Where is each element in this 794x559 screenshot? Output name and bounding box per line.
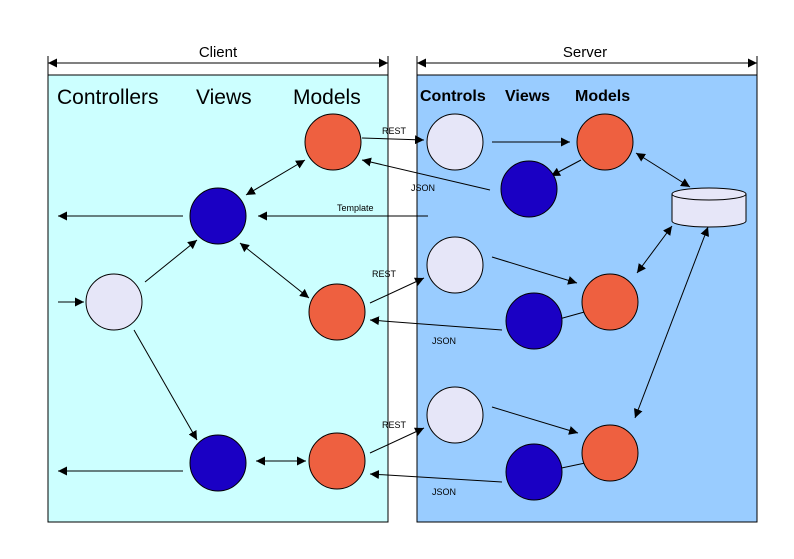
edge-s-ctrl2-model2 <box>491 256 578 285</box>
server-models-heading: Models <box>575 88 630 105</box>
client-view-node-2 <box>189 434 247 492</box>
label-json-3: JSON <box>432 487 456 497</box>
server-model-node-2 <box>581 273 639 331</box>
edge-json-1 <box>361 157 491 191</box>
label-json-1: JSON <box>411 183 435 193</box>
edge-s-model3-db <box>634 226 709 419</box>
label-rest-3: REST <box>382 420 407 430</box>
label-rest-2: REST <box>372 269 397 279</box>
client-model-node-2 <box>308 283 366 341</box>
client-controller-node <box>85 273 143 331</box>
edge-controller-to-view1 <box>144 239 198 283</box>
edge-rest-3 <box>369 427 425 454</box>
server-control-node-2 <box>426 236 484 294</box>
edge-view1-model2 <box>239 242 310 299</box>
server-view-node-3 <box>505 443 563 501</box>
client-controllers-heading: Controllers <box>57 86 159 109</box>
server-control-node-1 <box>426 113 484 171</box>
edge-s-model1-db <box>635 152 691 188</box>
edge-json-3 <box>369 470 503 483</box>
database-icon <box>671 187 747 228</box>
label-json-2: JSON <box>432 336 456 346</box>
client-models-heading: Models <box>293 86 361 109</box>
client-model-node-3 <box>308 432 366 490</box>
server-controls-heading: Controls <box>420 88 486 105</box>
server-model-node-1 <box>576 113 634 171</box>
client-title: Client <box>199 44 238 61</box>
edge-controller-to-view2 <box>133 329 198 441</box>
edge-rest-2 <box>369 277 425 304</box>
edge-view1-model1 <box>245 159 306 196</box>
edge-s-ctrl3-model3 <box>491 406 579 435</box>
server-views-heading: Views <box>505 88 550 105</box>
edge-json-2 <box>369 316 503 331</box>
label-rest-1: REST <box>382 126 407 136</box>
client-model-node-1 <box>304 113 362 171</box>
client-views-heading: Views <box>196 86 252 109</box>
server-view-node-1 <box>500 160 558 218</box>
client-view-node-1 <box>189 187 247 245</box>
edge-rest-1 <box>361 135 425 145</box>
edge-s-model1-view1 <box>550 159 582 177</box>
server-view-node-2 <box>505 292 563 350</box>
label-template: Template <box>337 203 374 213</box>
server-control-node-3 <box>426 386 484 444</box>
server-model-node-3 <box>581 424 639 482</box>
server-title: Server <box>563 44 607 61</box>
